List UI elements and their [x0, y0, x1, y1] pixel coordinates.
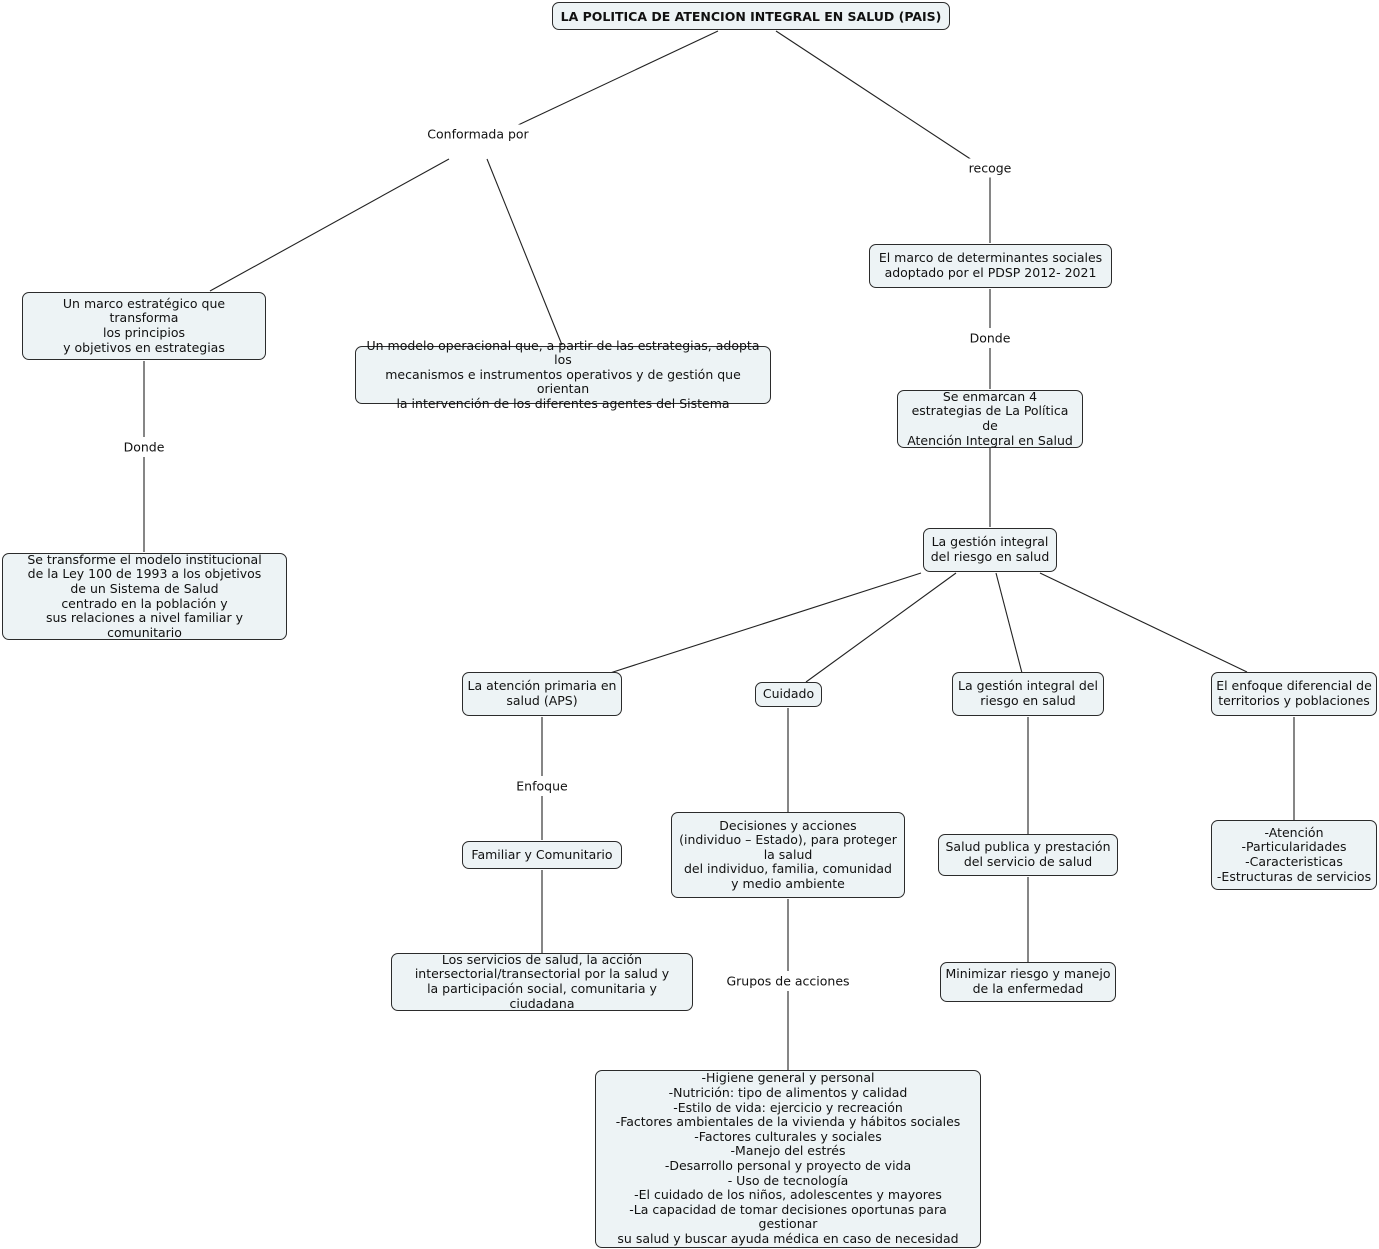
node-salud-publica: Salud publica y prestación del servicio … — [938, 834, 1118, 876]
connector-gestion-cuidado — [805, 572, 957, 683]
node-enfoque-diferencial: El enfoque diferencial de territorios y … — [1211, 672, 1377, 716]
node-marco-determinantes: El marco de determinantes sociales adopt… — [869, 244, 1112, 288]
link-label-conformada-por: Conformada por — [424, 124, 532, 144]
node-decisiones-acciones: Decisiones y acciones (individuo – Estad… — [671, 812, 905, 898]
node-atencion-primaria-aps: La atención primaria en salud (APS) — [462, 672, 622, 716]
node-modelo-operacional: Un modelo operacional que, a partir de l… — [355, 338, 771, 411]
concept-map-title: LA POLITICA DE ATENCION INTEGRAL EN SALU… — [552, 2, 950, 30]
connector-conformada-modelo — [486, 158, 563, 346]
connector-gestion-aps — [609, 572, 922, 674]
node-gestion-integral-riesgo: La gestión integral del riesgo en salud — [923, 528, 1057, 572]
link-label-recoge: recoge — [965, 158, 1015, 178]
connector-title-conformada — [515, 30, 719, 127]
link-label-grupos-de-acciones: Grupos de acciones — [723, 971, 853, 991]
node-marco-estrategico: Un marco estratégico que transforma los … — [22, 292, 266, 360]
link-label-enfoque: Enfoque — [513, 776, 571, 796]
link-label-donde-right: Donde — [966, 328, 1014, 348]
connector-gestion-gestionchild — [995, 572, 1023, 674]
node-gestion-integral-riesgo-child: La gestión integral del riesgo en salud — [952, 672, 1104, 716]
connector-conformada-marco — [209, 158, 450, 292]
connector-gestion-enfoque — [1039, 572, 1248, 673]
link-label-donde-left: Donde — [120, 437, 168, 457]
node-familiar-comunitario: Familiar y Comunitario — [462, 841, 622, 869]
node-minimizar-riesgo: Minimizar riesgo y manejo de la enfermed… — [940, 962, 1116, 1002]
connector-title-recoge — [775, 30, 973, 161]
node-grupos-acciones-lista: -Higiene general y personal -Nutrición: … — [595, 1070, 981, 1248]
node-atencion-lista: -Atención -Particularidades -Caracterist… — [1211, 820, 1377, 890]
node-servicios-salud: Los servicios de salud, la acción inters… — [391, 952, 693, 1011]
node-transforme-modelo: Se transforme el modelo institucional de… — [2, 552, 287, 640]
node-cuidado: Cuidado — [755, 682, 822, 707]
node-cuatro-estrategias: Se enmarcan 4 estrategias de La Política… — [897, 389, 1083, 448]
